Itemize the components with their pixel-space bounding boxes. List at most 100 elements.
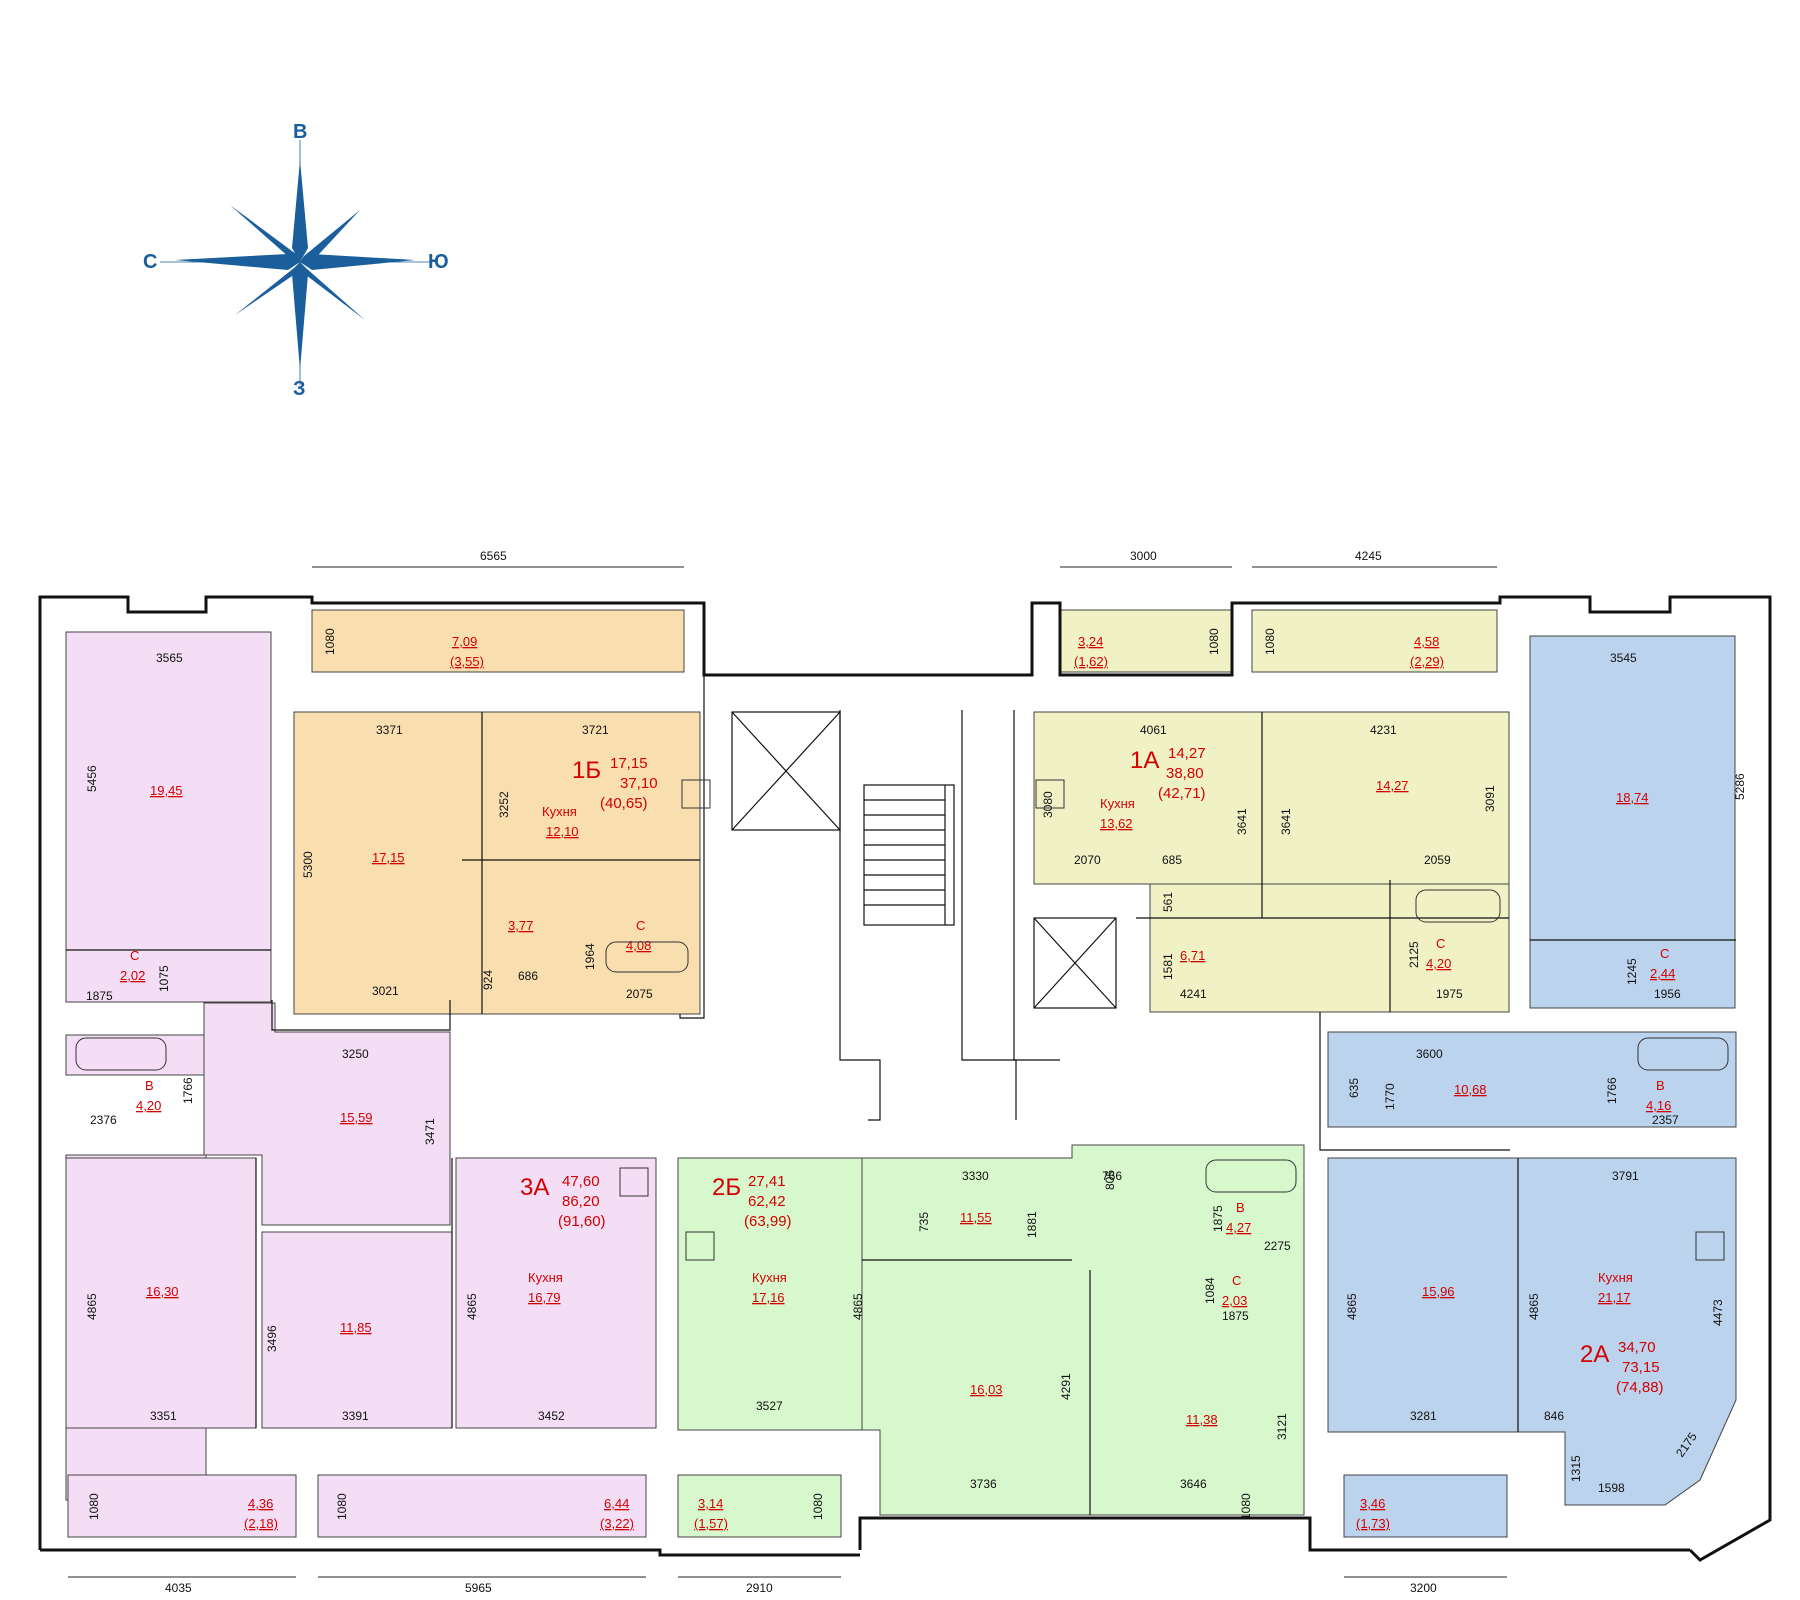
apartment-label-2a: 2А 34,70 73,15 (74,88) xyxy=(1580,1339,1664,1396)
svg-text:3471: 3471 xyxy=(423,1118,437,1145)
svg-text:3А: 3А xyxy=(520,1174,549,1201)
svg-text:4061: 4061 xyxy=(1140,723,1167,737)
svg-text:3252: 3252 xyxy=(497,791,511,818)
fixture-icons xyxy=(75,779,1729,1261)
compass-west-label: С xyxy=(143,251,157,273)
apartment-1b xyxy=(293,609,701,1015)
wc-area: 4,08 xyxy=(626,938,651,953)
svg-text:3496: 3496 xyxy=(265,1325,279,1352)
svg-text:1080: 1080 xyxy=(335,1493,349,1520)
svg-text:2125: 2125 xyxy=(1407,941,1421,968)
room-area: 10,68 xyxy=(1454,1082,1487,1097)
bathtub-icon xyxy=(605,941,689,973)
wc-label: С xyxy=(130,948,139,963)
svg-text:3646: 3646 xyxy=(1180,1477,1207,1491)
svg-text:3250: 3250 xyxy=(342,1047,369,1061)
svg-text:3452: 3452 xyxy=(538,1409,565,1423)
svg-text:3281: 3281 xyxy=(1410,1409,1437,1423)
svg-text:14,27: 14,27 xyxy=(1168,745,1206,762)
svg-text:2075: 2075 xyxy=(626,987,653,1001)
bathtub-icon xyxy=(75,1037,167,1071)
svg-text:3545: 3545 xyxy=(1610,651,1637,665)
balcony-area: 7,09 xyxy=(452,634,477,649)
svg-text:34,70: 34,70 xyxy=(1618,1339,1656,1356)
svg-text:3600: 3600 xyxy=(1416,1047,1443,1061)
compass-north-label: В xyxy=(293,121,307,143)
room-area: 16,03 xyxy=(970,1382,1003,1397)
kitchen-label: Кухня xyxy=(542,804,577,819)
stove-icon xyxy=(619,1167,649,1197)
svg-text:561: 561 xyxy=(1161,892,1175,912)
walls xyxy=(38,595,1772,1562)
apartment-1a xyxy=(1033,609,1510,1013)
svg-text:3641: 3641 xyxy=(1279,808,1293,835)
room-area: 11,38 xyxy=(1186,1412,1218,1427)
svg-text:1964: 1964 xyxy=(583,943,597,970)
bath-label: В xyxy=(145,1078,154,1093)
apartment-label-2b: 2Б 27,41 62,42 (63,99) xyxy=(712,1173,792,1230)
svg-text:1975: 1975 xyxy=(1436,987,1463,1001)
svg-text:73,15: 73,15 xyxy=(1622,1359,1660,1376)
balcony-area: 3,14 xyxy=(698,1496,723,1511)
balcony-area: 6,44 xyxy=(604,1496,629,1511)
svg-text:17,15: 17,15 xyxy=(610,755,648,772)
svg-text:1080: 1080 xyxy=(1207,628,1221,655)
svg-text:2910: 2910 xyxy=(746,1581,773,1595)
svg-text:3080: 3080 xyxy=(1041,791,1055,818)
room-area: 11,85 xyxy=(340,1320,372,1335)
svg-text:3721: 3721 xyxy=(582,723,609,737)
wc-label: С xyxy=(1232,1273,1241,1288)
balcony-area: 3,46 xyxy=(1360,1496,1385,1511)
room-area: 17,15 xyxy=(372,850,405,865)
room-area: 19,45 xyxy=(150,783,183,798)
svg-text:1080: 1080 xyxy=(87,1493,101,1520)
svg-text:4473: 4473 xyxy=(1711,1299,1725,1326)
svg-text:1Б: 1Б xyxy=(572,757,601,784)
room-area: 3,77 xyxy=(508,918,533,933)
bath-label: В xyxy=(1656,1078,1665,1093)
balcony-area-reduced: (1,57) xyxy=(694,1516,728,1531)
apartment-label-3a: 3А 47,60 86,20 (91,60) xyxy=(520,1173,606,1230)
svg-text:1245: 1245 xyxy=(1625,958,1639,985)
svg-text:5965: 5965 xyxy=(465,1581,492,1595)
bath-area: 4,27 xyxy=(1226,1220,1251,1235)
svg-text:3330: 3330 xyxy=(962,1169,989,1183)
svg-text:1875: 1875 xyxy=(86,989,113,1003)
balcony-area: 3,24 xyxy=(1078,634,1103,649)
bathtub-icon xyxy=(1205,1159,1297,1193)
svg-text:846: 846 xyxy=(1544,1409,1564,1423)
svg-text:1881: 1881 xyxy=(1025,1211,1039,1238)
kitchen-label: Кухня xyxy=(752,1270,787,1285)
balcony-area: 4,58 xyxy=(1414,634,1439,649)
wc-area: 2,44 xyxy=(1650,966,1675,981)
svg-text:47,60: 47,60 xyxy=(562,1173,600,1190)
wc-label: С xyxy=(636,918,645,933)
svg-text:6565: 6565 xyxy=(480,549,507,563)
apartment-2a xyxy=(1327,635,1737,1538)
svg-text:1А: 1А xyxy=(1130,747,1159,774)
svg-text:1080: 1080 xyxy=(811,1493,825,1520)
room-area: 15,96 xyxy=(1422,1284,1455,1299)
apartment-label-1b: 1Б 17,15 37,10 (40,65) xyxy=(572,755,658,812)
svg-text:(42,71): (42,71) xyxy=(1158,785,1206,802)
svg-text:3527: 3527 xyxy=(756,1399,783,1413)
stove-icon xyxy=(685,1231,715,1261)
svg-text:685: 685 xyxy=(1162,853,1182,867)
svg-text:(91,60): (91,60) xyxy=(558,1213,606,1230)
svg-text:1766: 1766 xyxy=(1605,1077,1619,1104)
svg-text:(63,99): (63,99) xyxy=(744,1213,792,1230)
svg-text:1598: 1598 xyxy=(1598,1481,1625,1495)
svg-text:3641: 3641 xyxy=(1235,808,1249,835)
svg-text:2Б: 2Б xyxy=(712,1174,741,1201)
svg-text:4231: 4231 xyxy=(1370,723,1397,737)
room-areas: 7,09 (3,55) 3,24 (1,62) 4,58 (2,29) 4,36… xyxy=(120,634,1675,1531)
balcony-area-reduced: (3,55) xyxy=(450,654,484,669)
svg-text:3791: 3791 xyxy=(1612,1169,1639,1183)
svg-text:2059: 2059 xyxy=(1424,853,1451,867)
svg-text:4865: 4865 xyxy=(465,1293,479,1320)
balcony-area-reduced: (3,22) xyxy=(600,1516,634,1531)
svg-text:1875: 1875 xyxy=(1222,1309,1249,1323)
svg-text:62,42: 62,42 xyxy=(748,1193,786,1210)
apartment-label-1a: 1А 14,27 38,80 (42,71) xyxy=(1130,745,1206,802)
